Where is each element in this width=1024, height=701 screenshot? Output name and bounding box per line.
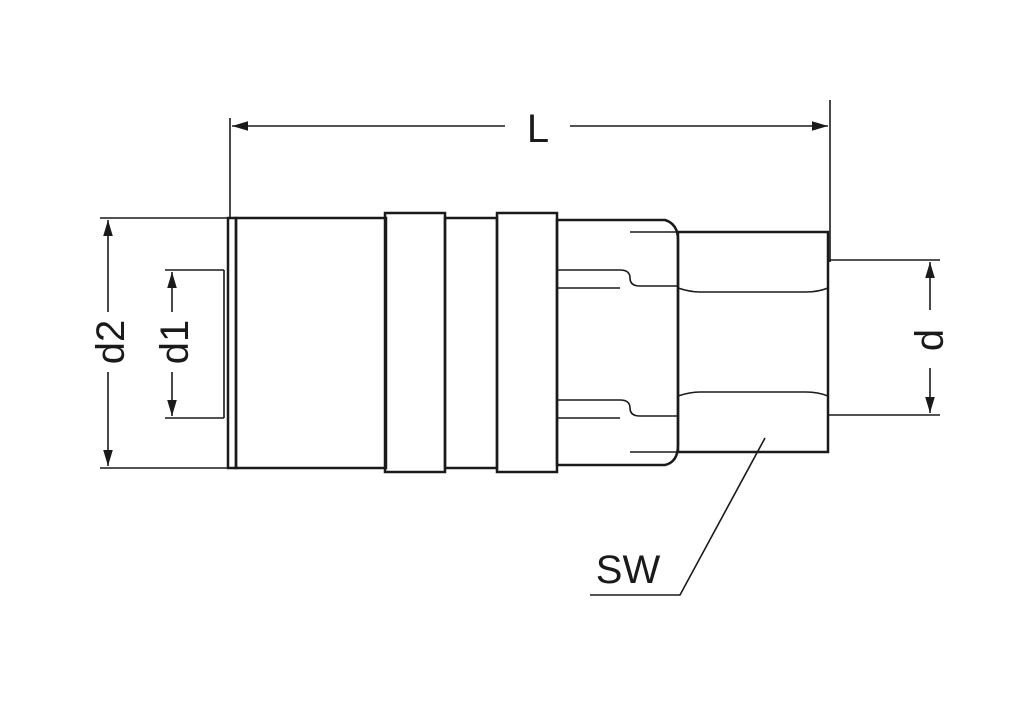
- knurled-ring-1: [383, 211, 447, 474]
- length-dimension: L: [229, 100, 831, 262]
- inner-diameter-label: d1: [153, 320, 197, 365]
- outer-diameter-label: d2: [89, 320, 133, 365]
- wrench-size-label: SW: [596, 548, 661, 592]
- thread-diameter-dimension: d: [828, 259, 952, 416]
- thread-diameter-label: d: [908, 329, 952, 351]
- knurled-ring-2: [495, 211, 559, 474]
- length-label: L: [527, 107, 549, 151]
- wrench-size-callout: SW: [590, 437, 766, 596]
- coupling-body: [226, 211, 680, 474]
- hex-nut: [676, 230, 830, 454]
- outer-diameter-dimension: d2: [89, 217, 230, 469]
- inner-diameter-dimension: d1: [153, 269, 225, 419]
